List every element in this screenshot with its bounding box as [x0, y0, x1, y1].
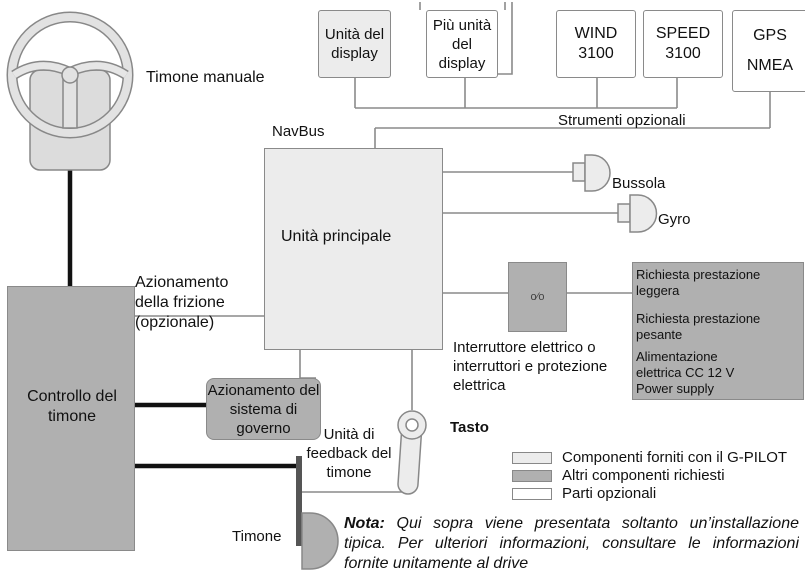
note-text: Nota: Qui sopra viene presentata soltant… [344, 514, 799, 572]
legend-label-required: Altri componenti richiesti [562, 467, 725, 484]
gyro-label: Gyro [658, 211, 691, 228]
power-box: Richiesta prestazione leggera Richiesta … [632, 262, 804, 400]
display-unit-box: Unità del display [318, 10, 391, 78]
gps-instrument-box: GPS NMEA [732, 10, 805, 92]
helm-control-label: Controllo del timone [27, 388, 117, 425]
clutch-label: Azionamento della frizione (opzionale) [135, 274, 229, 331]
legend-title: Tasto [450, 419, 489, 436]
main-unit-label: Unità principale [281, 228, 392, 245]
note-body: Qui sopra viene presentata soltanto un’i… [344, 515, 799, 572]
power-heavy-label: Richiesta prestazione pesante [636, 311, 761, 342]
main-unit-box: Unità principale [264, 148, 443, 350]
note-bold: Nota: [344, 515, 385, 532]
legend-swatch-required [512, 470, 552, 482]
display-unit-label: Unità del display [324, 26, 385, 62]
rudder-label: Timone [232, 528, 282, 545]
power-supply-label: Alimentazione elettrica CC 12 V Power su… [636, 349, 735, 396]
switch-box: o⁄o [508, 262, 567, 332]
legend: Tasto Componenti forniti con il G-PILOT … [450, 418, 787, 502]
switch-icon: o⁄o [530, 291, 545, 303]
wind-instrument-label: WIND 3100 [574, 25, 618, 62]
helm-control-box: Controllo del timone [7, 286, 135, 551]
legend-label-supplied: Componenti forniti con il G-PILOT [562, 449, 788, 466]
switch-label: Interruttore elettrico o interruttori e … [453, 339, 608, 394]
more-displays-label: Più unità del display [432, 16, 492, 72]
optional-instruments-label: Strumenti opzionali [558, 112, 686, 129]
speed-instrument-box: SPEED 3100 [643, 10, 723, 78]
power-light-label: Richiesta prestazione leggera [636, 267, 761, 298]
navbus-label: NavBus [272, 123, 325, 140]
feedback-label: Unità di feedback del timone [306, 426, 392, 481]
legend-swatch-optional [512, 488, 552, 500]
speed-instrument-label: SPEED 3100 [655, 25, 711, 62]
compass-label: Bussola [612, 175, 666, 192]
drive-box: Azionamento del sistema di governo [206, 378, 321, 440]
gps-instrument-label: GPS NMEA [746, 27, 794, 74]
manual-helm-label: Timone manuale [146, 69, 265, 86]
wind-instrument-box: WIND 3100 [556, 10, 636, 78]
more-displays-box: Più unità del display [426, 10, 498, 78]
legend-label-optional: Parti opzionali [562, 485, 657, 502]
drive-label: Azionamento del sistema di governo [207, 381, 320, 437]
legend-swatch-supplied [512, 452, 552, 464]
